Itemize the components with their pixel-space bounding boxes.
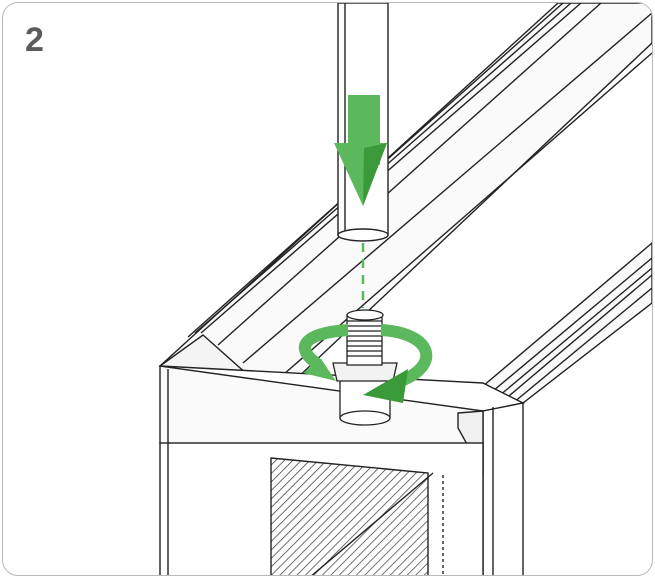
down-arrow-icon — [334, 95, 387, 206]
assembly-illustration — [158, 3, 652, 575]
box-body — [159, 442, 484, 575]
rail-lower — [461, 242, 652, 404]
threaded-stud — [332, 309, 398, 426]
step-number: 2 — [25, 21, 44, 59]
rotate-clockwise-icon — [299, 324, 433, 403]
